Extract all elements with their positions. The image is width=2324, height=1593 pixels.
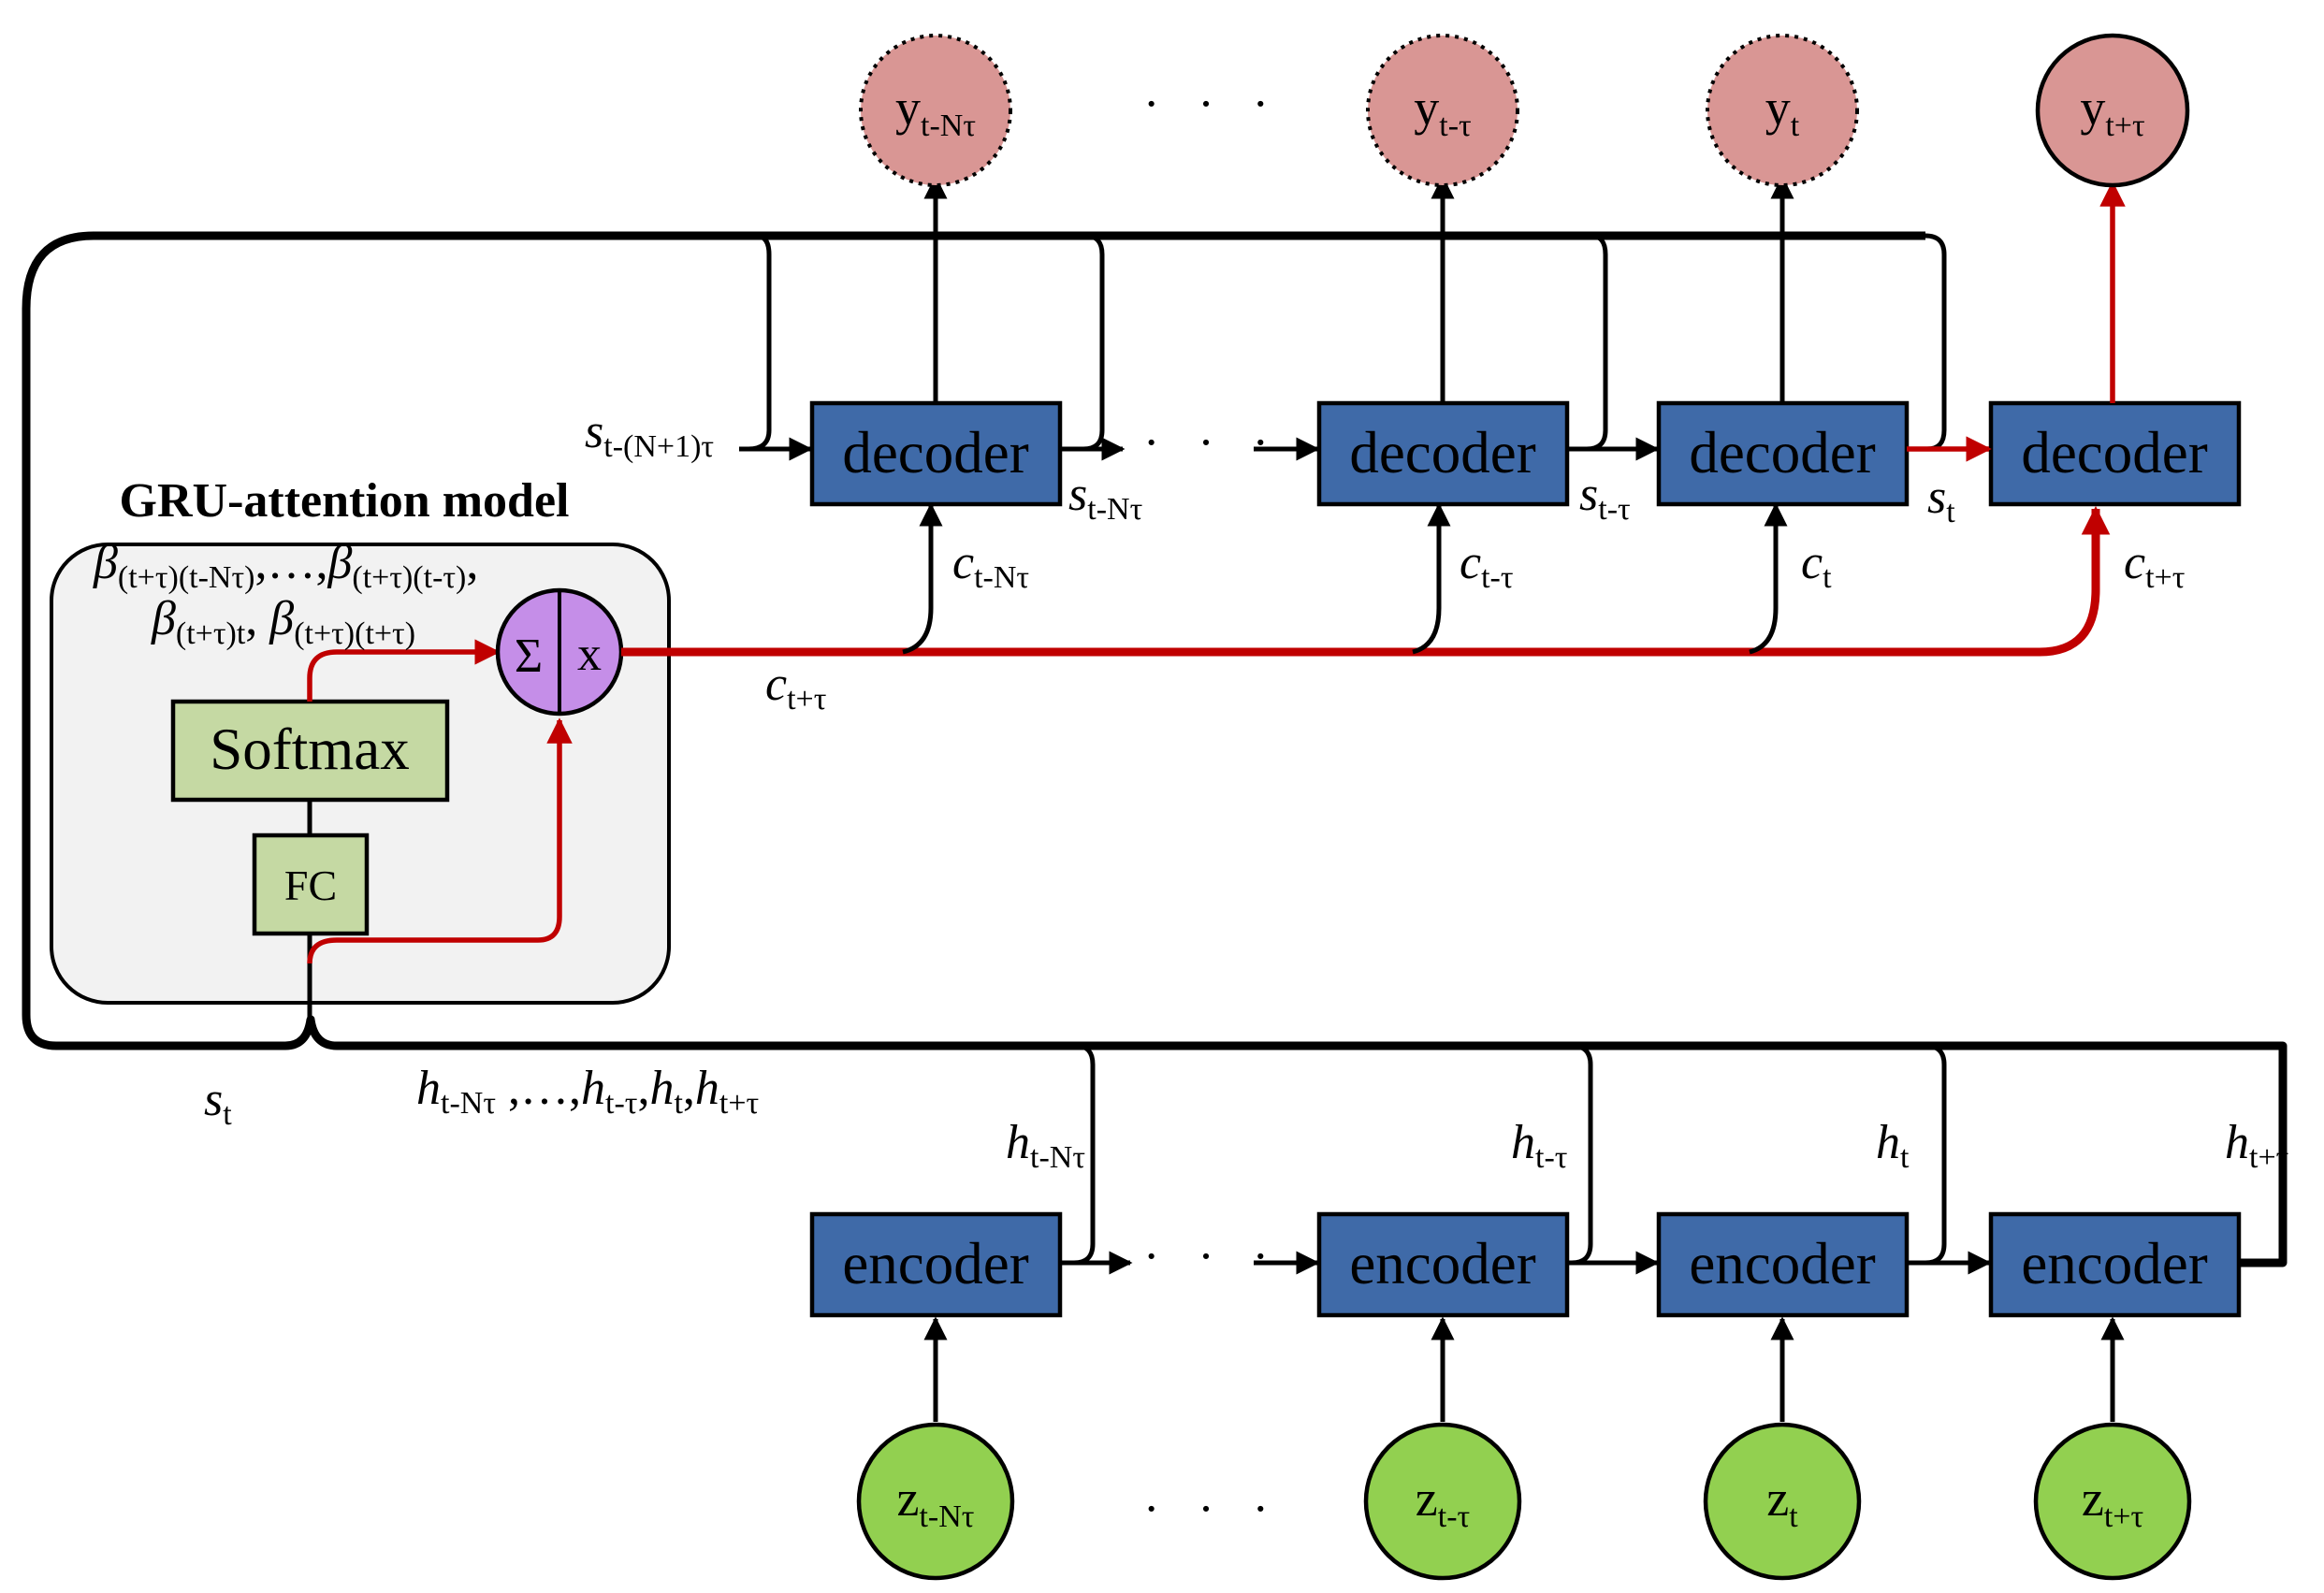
decoder-3: [1656, 400, 1910, 507]
hidden-label-4: ht+τ: [2225, 1116, 2288, 1175]
s-state-label-2: st-τ: [1579, 468, 1631, 527]
input-label-1: zt-Nτ: [897, 1470, 975, 1534]
context-to-decoder3: [1749, 502, 1788, 655]
outer-feedback-bracket: [22, 231, 2288, 1267]
context-attention-label: ct+τ: [765, 658, 826, 717]
hidden-branch-2: [1570, 1043, 1593, 1266]
input-label-2: zt-τ: [1416, 1470, 1470, 1534]
input-node-4: [2033, 1422, 2192, 1581]
context-label-3: ct: [1801, 536, 1832, 595]
hidden-label-2: ht-τ: [1511, 1116, 1567, 1175]
encoder-1: [809, 1211, 1063, 1318]
softmax-to-sum-arrow: [307, 639, 501, 702]
softmax-label: Softmax: [210, 717, 410, 782]
output-node-1: [859, 34, 1012, 187]
input-label-4: zt+τ: [2082, 1470, 2143, 1534]
s-state-label-1: st-Nτ: [1068, 468, 1142, 527]
output-label-3: yt: [1765, 80, 1800, 143]
output-label-2: yt-τ: [1414, 80, 1471, 143]
st-brace-label: st: [204, 1073, 232, 1132]
feedback-branch-1: [744, 233, 772, 452]
decoder-1-label: decoder: [842, 420, 1028, 485]
encoder-2-label: encoder: [1349, 1231, 1535, 1296]
feedback-branch-4: [1925, 233, 1947, 452]
beta-weights-line2: β(t+τ)t, β(t+τ)(t+τ): [151, 592, 415, 651]
encoder-1-label: encoder: [842, 1231, 1028, 1296]
context-label-1: ct-Nτ: [952, 536, 1029, 595]
encoder-4: [1988, 1211, 2242, 1318]
decoder-2-label: decoder: [1349, 420, 1535, 485]
output-label-1: yt-Nτ: [895, 80, 976, 143]
s-state-label-3: st: [1927, 471, 1955, 529]
ellipsis-encoders: · · ·: [1143, 1230, 1282, 1283]
output-node-2: [1366, 34, 1519, 187]
encoder-4-label: encoder: [2021, 1231, 2207, 1296]
s-init-label: st-(N+1)τ: [585, 405, 714, 464]
feedback-branch-2: [1081, 233, 1105, 452]
hidden-label-3: ht: [1876, 1116, 1910, 1175]
ellipsis-inputs: · · ·: [1143, 1483, 1282, 1536]
feedback-branch-3: [1586, 233, 1608, 452]
input-label-3: zt: [1766, 1470, 1798, 1534]
hidden-branch-3: [1925, 1043, 1947, 1266]
mult-symbol: x: [577, 628, 602, 681]
output-node-3: [1706, 34, 1859, 187]
fc-label: FC: [284, 862, 337, 909]
decoder-4-label: decoder: [2021, 420, 2207, 485]
encoder-2: [1316, 1211, 1570, 1318]
ellipsis-decoders: · · ·: [1143, 416, 1282, 470]
input-node-1: [856, 1422, 1015, 1581]
context-bus: [621, 524, 2100, 657]
panel-title: GRU-attention model: [120, 474, 570, 528]
output-node-4: [2035, 33, 2190, 188]
input-node-2: [1363, 1422, 1522, 1581]
context-label-2: ct-τ: [1460, 536, 1514, 595]
output-label-4: yt+τ: [2080, 80, 2144, 143]
beta-weights-line1: β(t+τ)(t-Nτ),…,β(t+τ)(t-τ),: [93, 536, 478, 595]
sum-symbol: Σ: [515, 630, 543, 683]
hidden-label-1: ht-Nτ: [1006, 1116, 1085, 1175]
state-to-mult-arrow: [307, 717, 573, 964]
encoder-3-label: encoder: [1689, 1231, 1875, 1296]
softmax-block: [170, 699, 450, 803]
context-label-4: ct+τ: [2124, 536, 2185, 595]
context-to-decoder2: [1412, 502, 1451, 655]
decoder-3-label: decoder: [1689, 420, 1875, 485]
hidden-list-label: ht-Nτ ,…,ht-τ,ht,ht+τ: [416, 1062, 759, 1121]
decoder-1: [809, 400, 1063, 507]
ellipsis-outputs: · · ·: [1143, 78, 1282, 131]
input-node-3: [1703, 1422, 1862, 1581]
context-to-decoder1: [902, 502, 943, 655]
